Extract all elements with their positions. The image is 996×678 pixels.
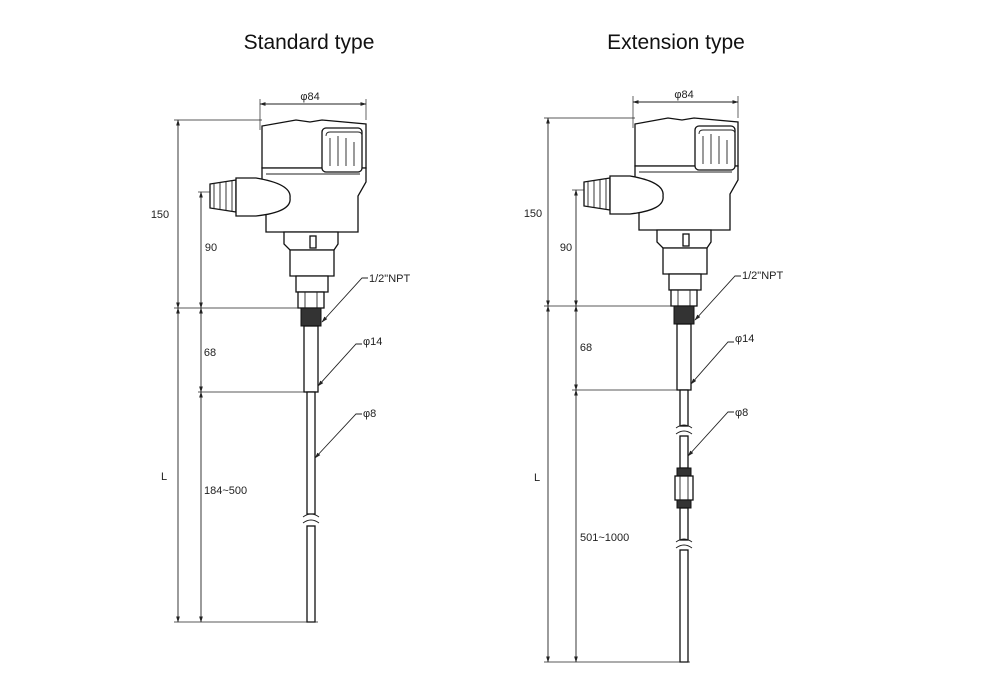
std-leader-rod <box>314 413 362 459</box>
standard-title: Standard type <box>244 31 375 54</box>
ext-dia-rod-label: φ8 <box>735 407 748 419</box>
ext-h-housing-label: 90 <box>560 242 572 254</box>
std-h-housing-label: 90 <box>205 242 217 254</box>
ext-tube <box>676 323 692 391</box>
std-dia-tube-label: φ14 <box>363 336 382 348</box>
std-tube <box>303 325 319 393</box>
ext-h-tube-label: 68 <box>580 342 592 354</box>
ext-h-total-label: 150 <box>524 208 542 220</box>
ext-dia-head-label: φ84 <box>674 89 693 101</box>
std-dia-rod-label: φ8 <box>363 408 376 420</box>
std-h-tube-label: 68 <box>204 347 216 359</box>
ext-leader-tube <box>690 341 734 385</box>
std-housing <box>209 119 367 327</box>
ext-length-range-label: 501~1000 <box>580 532 629 544</box>
extension-title: Extension type <box>607 31 745 54</box>
std-rod <box>302 391 320 623</box>
ext-housing <box>583 117 739 325</box>
std-dia-head-label: φ84 <box>300 91 319 103</box>
std-length-range-label: 184~500 <box>204 485 247 497</box>
ext-leader-rod <box>687 411 734 457</box>
std-h-total-label: 150 <box>151 209 169 221</box>
ext-leader-thread <box>694 275 741 321</box>
std-length-label: L <box>161 471 167 483</box>
std-thread-label: 1/2"NPT <box>369 273 410 285</box>
ext-thread-label: 1/2"NPT <box>742 270 783 282</box>
std-leader-thread <box>321 277 368 323</box>
standard-type-drawing: Standard type φ84 <box>151 31 410 623</box>
extension-type-drawing: Extension type φ84 <box>524 31 783 663</box>
ext-length-label: L <box>534 472 540 484</box>
ext-dia-tube-label: φ14 <box>735 333 754 345</box>
std-leader-tube <box>317 343 362 387</box>
ext-rod <box>674 389 694 663</box>
